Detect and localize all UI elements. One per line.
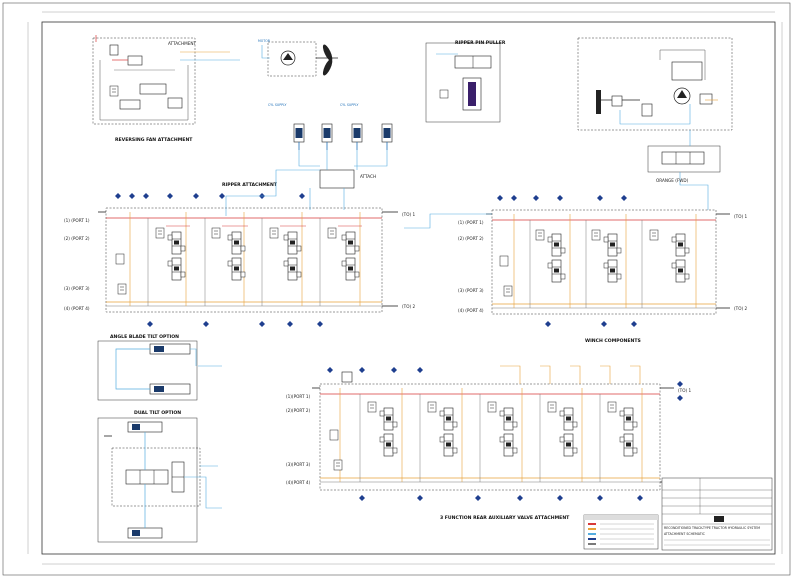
title-block: RECONDITIONED TRACK-TYPE TRACTOR HYDRAUL… — [661, 477, 773, 551]
ripper-cylinders: ATTACH CYL SUPPLY CYL SUPPLY — [268, 103, 393, 205]
ripper-supply-lines — [225, 169, 492, 229]
svg-text:(4) (PORT 4): (4) (PORT 4) — [64, 306, 90, 311]
section-title-ripper-pin-puller: RIPPER PIN PULLER — [455, 40, 506, 46]
svg-text:(1)(PORT 1): (1)(PORT 1) — [286, 394, 311, 399]
section-title-winch-components: WINCH COMPONENTS — [585, 338, 641, 344]
svg-text:ATTACH: ATTACH — [360, 174, 376, 179]
svg-text:(2) (PORT 2): (2) (PORT 2) — [64, 236, 90, 241]
winch-components-bank: (1) (PORT 1) (2) (PORT 2) (3) (PORT 3) (… — [458, 195, 747, 344]
top-ruler — [27, 11, 783, 565]
ripper-attachment-bank: RIPPER ATTACHMENT — [64, 182, 415, 327]
svg-text:(2)(PORT 2): (2)(PORT 2) — [286, 408, 311, 413]
angle-blade-tilt-option: ANGLE BLADE TILT OPTION — [97, 334, 222, 401]
svg-text:(3) (PORT 3): (3) (PORT 3) — [64, 286, 90, 291]
svg-text:ORANGE (FWD): ORANGE (FWD) — [656, 178, 689, 183]
section-title-ripper-attachment: RIPPER ATTACHMENT — [222, 182, 278, 188]
svg-text:CYL SUPPLY: CYL SUPPLY — [268, 103, 286, 107]
svg-text:(3)(PORT 3): (3)(PORT 3) — [286, 462, 311, 467]
winch-control-valve: ORANGE (FWD) — [647, 130, 721, 210]
fan-motor: MOTOR — [258, 39, 338, 77]
svg-text:MOTOR: MOTOR — [258, 39, 271, 43]
svg-text:ATTACHMENT: ATTACHMENT — [168, 41, 197, 46]
svg-text:(TO) 2: (TO) 2 — [402, 304, 415, 309]
dual-tilt-option: DUAL TILT OPTION — [97, 410, 222, 543]
svg-text:(3) (PORT 3): (3) (PORT 3) — [458, 288, 484, 293]
section-title-angle-blade-tilt: ANGLE BLADE TILT OPTION — [110, 334, 179, 340]
svg-text:(4) (PORT 4): (4) (PORT 4) — [458, 308, 484, 313]
color-legend — [583, 514, 659, 550]
section-title-rear-aux-valve: 3 FUNCTION REAR AUXILIARY VALVE ATTACHME… — [440, 515, 570, 521]
winch-reel-icon — [596, 90, 601, 114]
svg-text:(TO) 1: (TO) 1 — [734, 214, 747, 219]
svg-text:(2) (PORT 2): (2) (PORT 2) — [458, 236, 484, 241]
svg-text:CYL SUPPLY: CYL SUPPLY — [340, 103, 358, 107]
title-block-line2: ATTACHMENT SCHEMATIC — [664, 532, 706, 536]
section-title-dual-tilt: DUAL TILT OPTION — [134, 410, 181, 416]
winch-drive-top — [577, 37, 733, 131]
svg-text:(TO) 1: (TO) 1 — [678, 388, 691, 393]
section-title-reversing-fan: REVERSING FAN ATTACHMENT — [115, 137, 193, 143]
svg-text:(TO) 2: (TO) 2 — [734, 306, 747, 311]
fan-icon — [316, 44, 338, 76]
svg-text:(TO) 1: (TO) 1 — [402, 212, 415, 217]
svg-text:(1) (PORT 1): (1) (PORT 1) — [458, 220, 484, 225]
svg-text:(4)(PORT 4): (4)(PORT 4) — [286, 480, 311, 485]
reversing-fan-attachment: ATTACHMENT REVERSING FAN ATTACHMENT — [92, 35, 240, 143]
svg-text:(1) (PORT 1): (1) (PORT 1) — [64, 218, 90, 223]
ripper-pin-puller: RIPPER PIN PULLER — [425, 40, 506, 123]
rear-auxiliary-valve-bank: (1)(PORT 1) (2)(PORT 2) (3)(PORT 3) (4)(… — [286, 365, 691, 521]
title-block-line1: RECONDITIONED TRACK-TYPE TRACTOR HYDRAUL… — [664, 526, 760, 530]
